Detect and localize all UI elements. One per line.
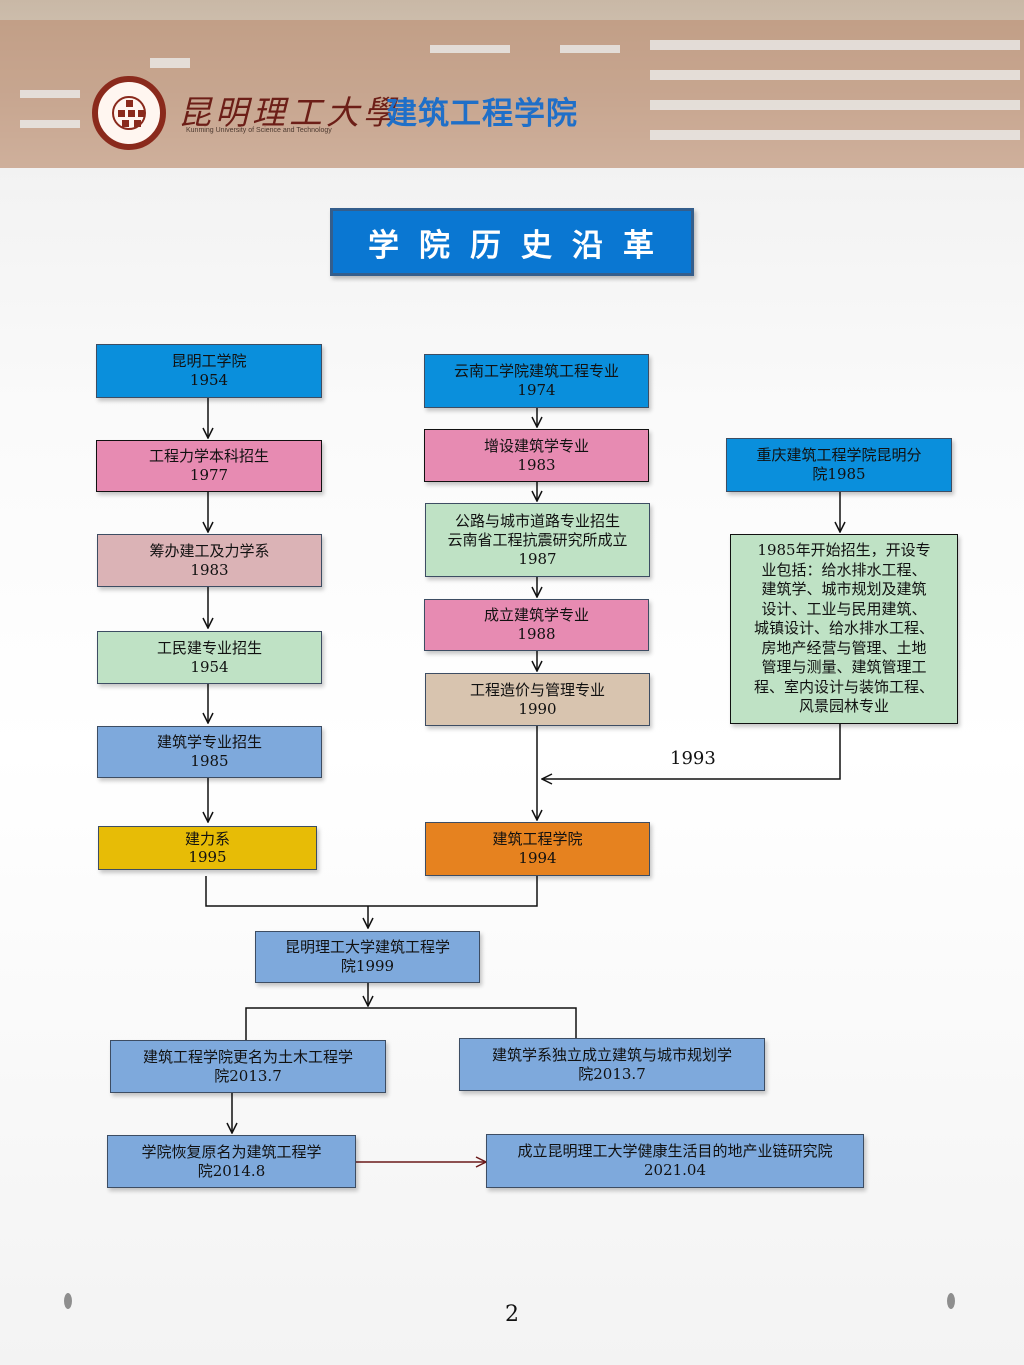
- box-line2: 院1985: [812, 465, 866, 483]
- box-add-architecture: 增设建筑学专业 1983: [424, 429, 649, 482]
- box-line1: 学院恢复原名为建筑工程学: [141, 1142, 322, 1161]
- box-line2: 院2014.8: [197, 1161, 266, 1180]
- footer-dot-left: [64, 1293, 72, 1309]
- box-line1: 昆明理工大学建筑工程学: [284, 938, 450, 956]
- window: [20, 120, 80, 128]
- box-name: 成立建筑学专业: [483, 606, 589, 624]
- box-kust-college-1999: 昆明理工大学建筑工程学 院1999: [255, 931, 480, 983]
- box-line: 建筑学、城市规划及建筑: [761, 580, 927, 599]
- box-restore-name: 学院恢复原名为建筑工程学 院2014.8: [107, 1135, 356, 1188]
- box-year: 1954: [190, 657, 229, 676]
- merge-year-label: 1993: [670, 748, 716, 769]
- box-enrollment-1985: 1985年开始招生，开设专 业包括：给水排水工程、 建筑学、城市规划及建筑 设计…: [730, 534, 958, 724]
- box-rename-civil: 建筑工程学院更名为土木工程学 院2013.7: [110, 1040, 386, 1093]
- box-jianli-department: 建力系 1995: [98, 826, 317, 870]
- box-line: 城镇设计、给水排水工程、: [753, 619, 934, 638]
- box-establish-architecture: 成立建筑学专业 1988: [424, 599, 649, 651]
- box-line2: 院2013.7: [214, 1066, 282, 1085]
- window: [430, 45, 510, 53]
- box-name: 筹办建工及力学系: [149, 541, 270, 560]
- box-year: 1995: [188, 848, 227, 866]
- box-year: 1994: [518, 849, 557, 867]
- window: [650, 130, 1020, 140]
- box-year: 1988: [517, 625, 556, 643]
- box-line2: 院1999: [340, 957, 395, 975]
- box-name: 昆明工学院: [171, 352, 247, 370]
- box-year: 1977: [189, 466, 229, 484]
- box-line: 设计、工业与民用建筑、: [761, 599, 927, 618]
- box-line2: 云南省工程抗震研究所成立: [447, 530, 628, 549]
- box-line: 房地产经营与管理、土地: [761, 638, 927, 657]
- footer-dot-right: [947, 1293, 955, 1309]
- box-name: 增设建筑学专业: [483, 436, 589, 455]
- university-name-en: Kunming University of Science and Techno…: [186, 127, 332, 134]
- window: [650, 40, 1020, 50]
- box-name: 工程造价与管理专业: [469, 680, 605, 699]
- window: [560, 45, 620, 53]
- box-year: 1985: [190, 752, 229, 770]
- box-architecture-major: 建筑学专业招生 1985: [97, 726, 322, 778]
- box-line: 1985年开始招生，开设专: [757, 541, 931, 560]
- box-line: 程、室内设计与装饰工程、: [753, 677, 934, 696]
- box-health-research-institute: 成立昆明理工大学健康生活目的地产业链研究院 2021.04: [486, 1134, 864, 1188]
- box-line1: 重庆建筑工程学院昆明分: [756, 446, 922, 464]
- box-name: 建筑学专业招生: [156, 733, 262, 751]
- box-engineering-mechanics: 工程力学本科招生 1977: [96, 440, 322, 492]
- box-line1: 建筑学系独立成立建筑与城市规划学: [491, 1045, 732, 1064]
- box-prepare-department: 筹办建工及力学系 1983: [97, 534, 322, 587]
- box-name: 工程力学本科招生: [148, 447, 269, 465]
- box-line: 管理与测量、建筑管理工: [761, 658, 927, 677]
- page-title: 学院历史沿革: [330, 208, 694, 276]
- box-cost-management: 工程造价与管理专业 1990: [425, 673, 650, 726]
- box-year: 1983: [517, 455, 556, 474]
- box-line1: 公路与城市道路专业招生: [454, 511, 620, 530]
- box-line2: 院2013.7: [578, 1064, 646, 1083]
- box-kunming-institute: 昆明工学院 1954: [96, 344, 322, 398]
- box-civil-construction: 工民建专业招生 1954: [97, 631, 322, 684]
- box-year: 1987: [518, 549, 557, 568]
- box-name: 工民建专业招生: [156, 638, 262, 657]
- box-independent-architecture: 建筑学系独立成立建筑与城市规划学 院2013.7: [459, 1038, 765, 1091]
- box-yunnan-institute: 云南工学院建筑工程专业 1974: [424, 354, 649, 408]
- window: [150, 58, 190, 68]
- box-name: 建力系: [184, 830, 230, 848]
- box-line: 风景园林专业: [798, 697, 889, 716]
- box-line1: 成立昆明理工大学健康生活目的地产业链研究院: [517, 1142, 833, 1160]
- box-line2: 2021.04: [643, 1161, 707, 1179]
- box-line: 业包括：给水排水工程、: [761, 560, 927, 579]
- box-chongqing-branch: 重庆建筑工程学院昆明分 院1985: [726, 438, 952, 492]
- window: [650, 100, 1020, 110]
- box-year: 1974: [517, 381, 556, 399]
- box-line1: 建筑工程学院更名为土木工程学: [142, 1047, 353, 1066]
- box-year: 1983: [190, 560, 229, 579]
- box-name: 建筑工程学院: [492, 830, 583, 848]
- box-architecture-engineering-college: 建筑工程学院 1994: [425, 822, 650, 876]
- box-name: 云南工学院建筑工程专业: [453, 362, 619, 380]
- university-seal-icon: [92, 76, 166, 150]
- box-year: 1990: [518, 699, 557, 718]
- window: [650, 70, 1020, 80]
- university-name-cn: 昆明理工大學: [178, 93, 400, 132]
- header-banner: 昆明理工大學 Kunming University of Science and…: [0, 0, 1024, 168]
- window: [20, 90, 80, 98]
- box-highway-seismic: 公路与城市道路专业招生 云南省工程抗震研究所成立 1987: [425, 503, 650, 577]
- department-name: 建筑工程学院: [386, 96, 578, 132]
- box-year: 1954: [189, 371, 229, 389]
- page-number: 2: [505, 1302, 519, 1327]
